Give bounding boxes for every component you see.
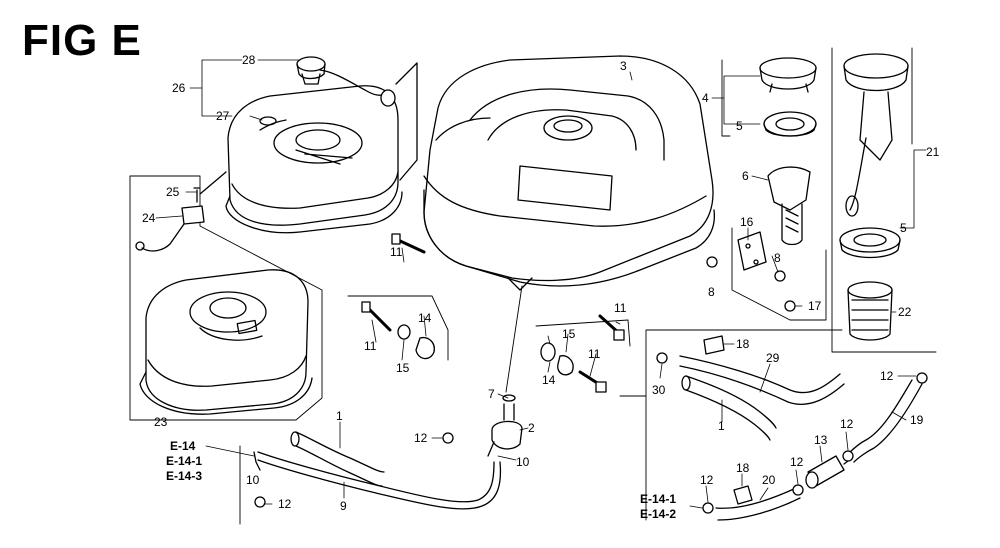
- callout-15b: 15: [562, 327, 576, 341]
- fuel-cap-4: [759, 57, 817, 93]
- grommet-18a: [703, 335, 725, 355]
- callout-26: 26: [172, 81, 186, 95]
- callout-1b: 1: [718, 419, 725, 433]
- cap-gasket-5a: [763, 111, 817, 137]
- callout-12f: 12: [700, 473, 714, 487]
- fuel-hose-1b: [681, 375, 777, 441]
- callout-24: 24: [142, 211, 156, 225]
- callout-11c: 11: [364, 339, 377, 353]
- callout-15a: 15: [396, 361, 410, 375]
- main-fuel-tank: [423, 55, 716, 291]
- callout-18a: 18: [736, 337, 750, 351]
- grommet-18b: [733, 485, 753, 505]
- callout-21: 21: [926, 145, 940, 159]
- fuel-hose-1a: [290, 431, 385, 487]
- callout-22: 22: [898, 305, 912, 319]
- callout-11b: 11: [614, 301, 627, 315]
- cap-gasket-5b: [839, 227, 901, 259]
- callout-25: 25: [166, 185, 180, 199]
- fuel-hose-20: [715, 487, 801, 521]
- callout-1a: 1: [336, 409, 343, 423]
- callout-6: 6: [742, 169, 749, 183]
- callout-4: 4: [702, 91, 709, 105]
- bolt-11a: [391, 233, 426, 254]
- callout-13: 13: [814, 433, 828, 447]
- reference-left-c: E-14-3: [166, 469, 202, 483]
- fuel-hose-29: [679, 355, 845, 405]
- callout-5a: 5: [736, 119, 743, 133]
- callout-12e: 12: [790, 455, 804, 469]
- callout-2: 2: [528, 421, 535, 435]
- callout-12b: 12: [278, 497, 292, 511]
- callout-9: 9: [340, 499, 347, 513]
- callout-17: 17: [808, 299, 822, 313]
- plate-16: [737, 231, 767, 271]
- callout-5b: 5: [900, 221, 907, 235]
- small-fuel-tank-upper: [225, 85, 403, 234]
- fuel-strainer-6: [767, 166, 811, 246]
- fuel-filter-13: [805, 455, 853, 489]
- callout-11d: 11: [588, 347, 601, 361]
- callout-27: 27: [216, 109, 230, 123]
- callout-11a: 11: [390, 245, 403, 259]
- bolt-11b: [361, 301, 392, 332]
- reference-left-a: E-14: [170, 439, 196, 453]
- callout-16: 16: [740, 215, 754, 229]
- figure-title: FIG E: [22, 16, 142, 65]
- callout-28: 28: [242, 53, 256, 67]
- callout-18b: 18: [736, 461, 750, 475]
- fuel-hose-19: [847, 379, 923, 463]
- strainer-22: [847, 281, 893, 341]
- fuel-valve-2: [487, 394, 523, 457]
- fuel-cap-21: [843, 53, 909, 217]
- callout-10a: 10: [246, 473, 260, 487]
- fuel-hose-9: [257, 451, 502, 510]
- callout-8a: 8: [774, 251, 781, 265]
- callout-8b: 8: [708, 285, 715, 299]
- reference-right-b: E-14-2: [640, 507, 676, 521]
- callout-23: 23: [154, 415, 168, 429]
- callout-3: 3: [620, 59, 627, 73]
- fuel-cap-28: [296, 56, 396, 107]
- callout-7: 7: [488, 387, 495, 401]
- reference-right-a: E-14-1: [640, 492, 676, 506]
- bolt-11d: [578, 370, 607, 393]
- callout-20: 20: [762, 473, 776, 487]
- callout-12c: 12: [880, 369, 894, 383]
- reference-left-b: E-14-1: [166, 454, 202, 468]
- callout-14a: 14: [418, 311, 432, 325]
- callout-10b: 10: [516, 455, 530, 469]
- small-fuel-tank-lower: [139, 269, 313, 415]
- callout-19: 19: [910, 413, 924, 427]
- callout-12a: 12: [414, 431, 428, 445]
- fuel-gauge-24: [135, 187, 205, 252]
- callout-30: 30: [652, 383, 666, 397]
- callout-29: 29: [766, 351, 780, 365]
- callout-14b: 14: [542, 373, 556, 387]
- callout-12d: 12: [840, 417, 854, 431]
- bolt-11c: [598, 314, 625, 341]
